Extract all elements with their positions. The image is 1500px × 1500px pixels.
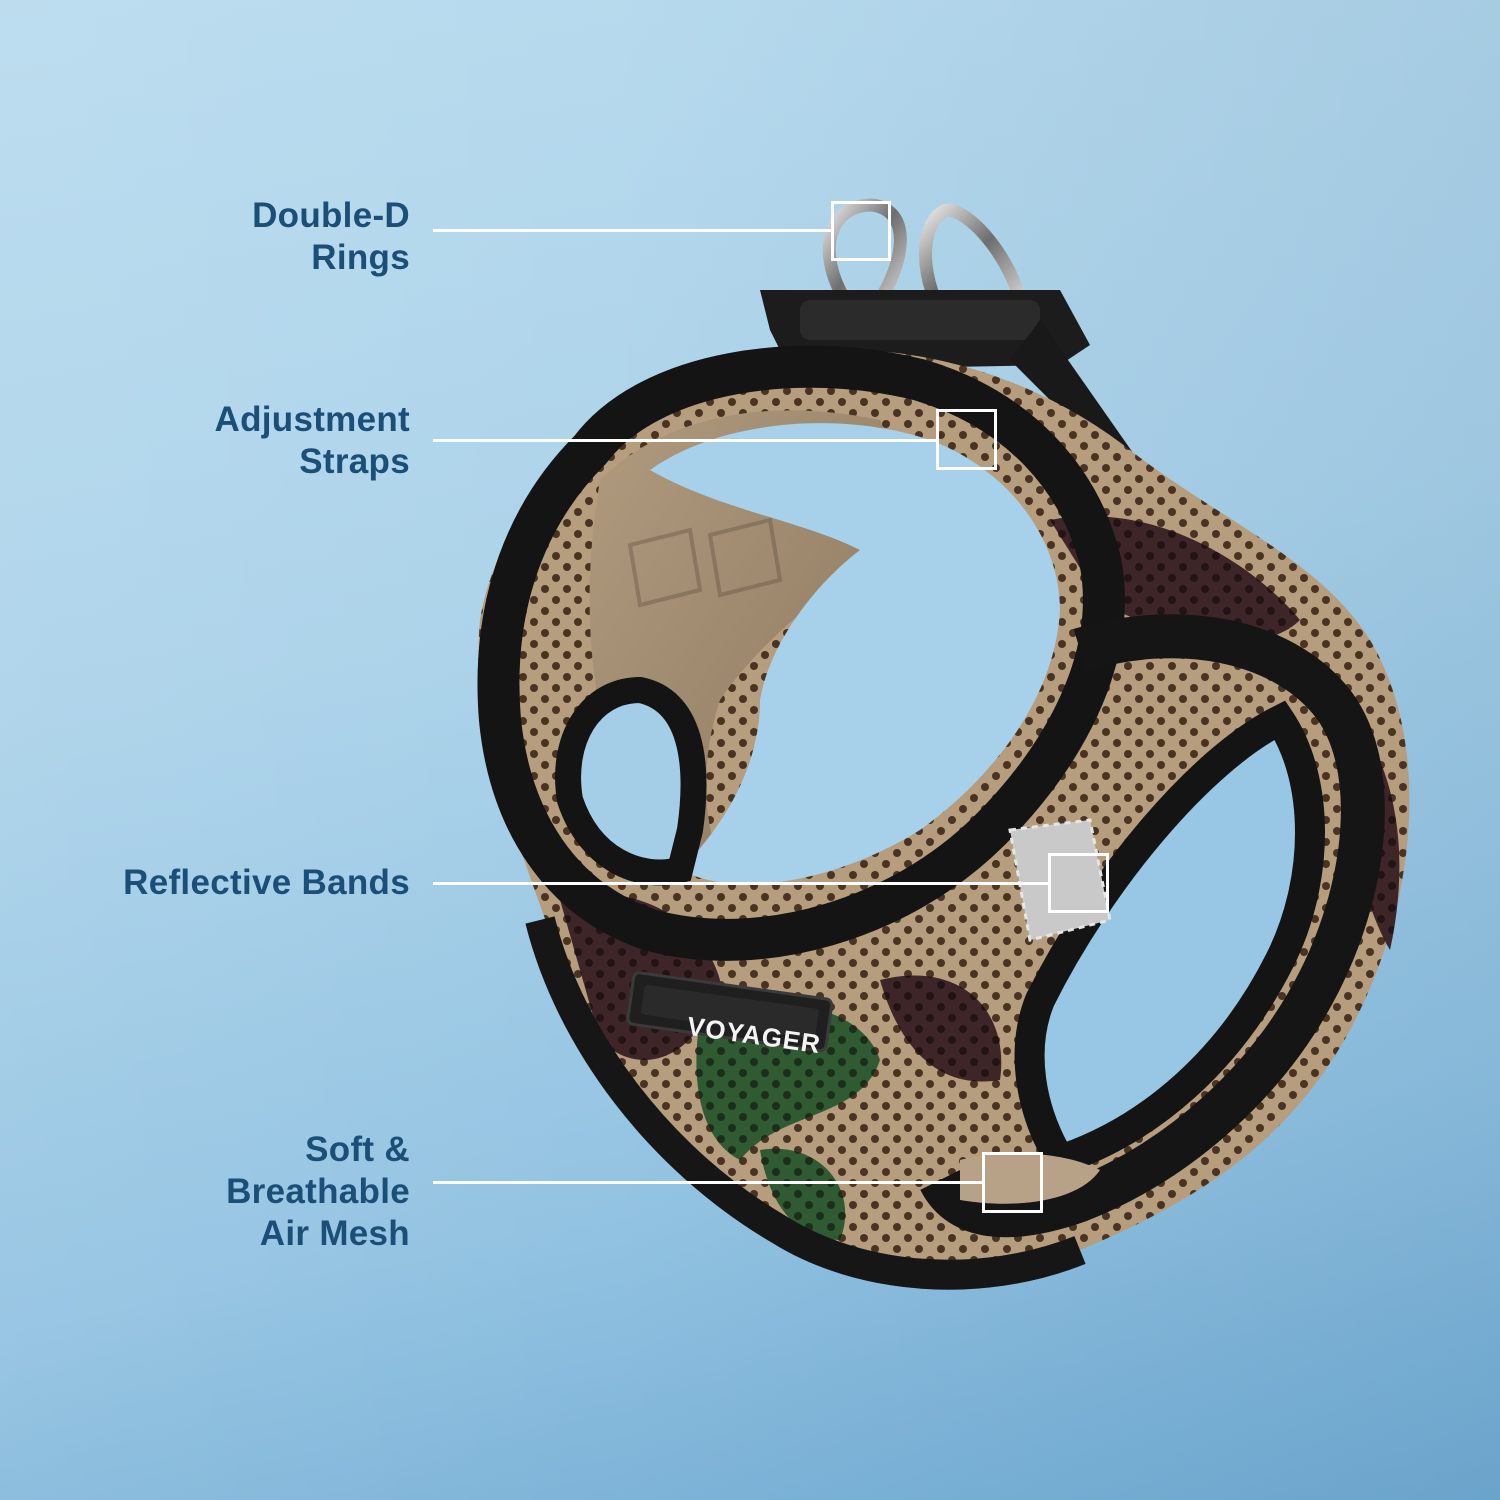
- callout-box-soft-breathable-air-mesh: [982, 1152, 1043, 1213]
- callout-box-double-d-rings: [831, 201, 891, 261]
- label-line: Adjustment: [214, 400, 410, 439]
- leader-line-soft-breathable-air-mesh: [433, 1181, 984, 1184]
- label-line: Reflective Bands: [123, 863, 410, 902]
- label-line: Breathable: [226, 1172, 410, 1211]
- leader-line-reflective-bands: [433, 882, 1050, 885]
- label-line: Double-D: [252, 196, 410, 235]
- label-soft-breathable-air-mesh: Soft & Breathable Air Mesh: [226, 1129, 410, 1255]
- label-line: Air Mesh: [259, 1214, 410, 1253]
- label-reflective-bands: Reflective Bands: [123, 862, 410, 904]
- callout-box-adjustment-straps: [936, 409, 997, 470]
- label-line: Straps: [299, 442, 410, 481]
- neck-opening-piping: [477, 345, 1125, 961]
- leader-line-double-d-rings: [433, 229, 833, 232]
- label-line: Soft &: [305, 1130, 410, 1169]
- leg-opening-left: [555, 676, 707, 886]
- brand-badge: [626, 971, 834, 1053]
- leader-line-adjustment-straps: [433, 439, 937, 442]
- embossed-logo: [627, 517, 783, 608]
- leg-opening-right: [1014, 700, 1325, 1179]
- callout-box-reflective-bands: [1048, 853, 1109, 913]
- d-rings: [822, 198, 1027, 304]
- label-line: Rings: [311, 238, 410, 277]
- label-double-d-rings: Double-D Rings: [252, 195, 410, 279]
- side-strap-piping: [920, 614, 1385, 1238]
- label-adjustment-straps: Adjustment Straps: [215, 399, 411, 483]
